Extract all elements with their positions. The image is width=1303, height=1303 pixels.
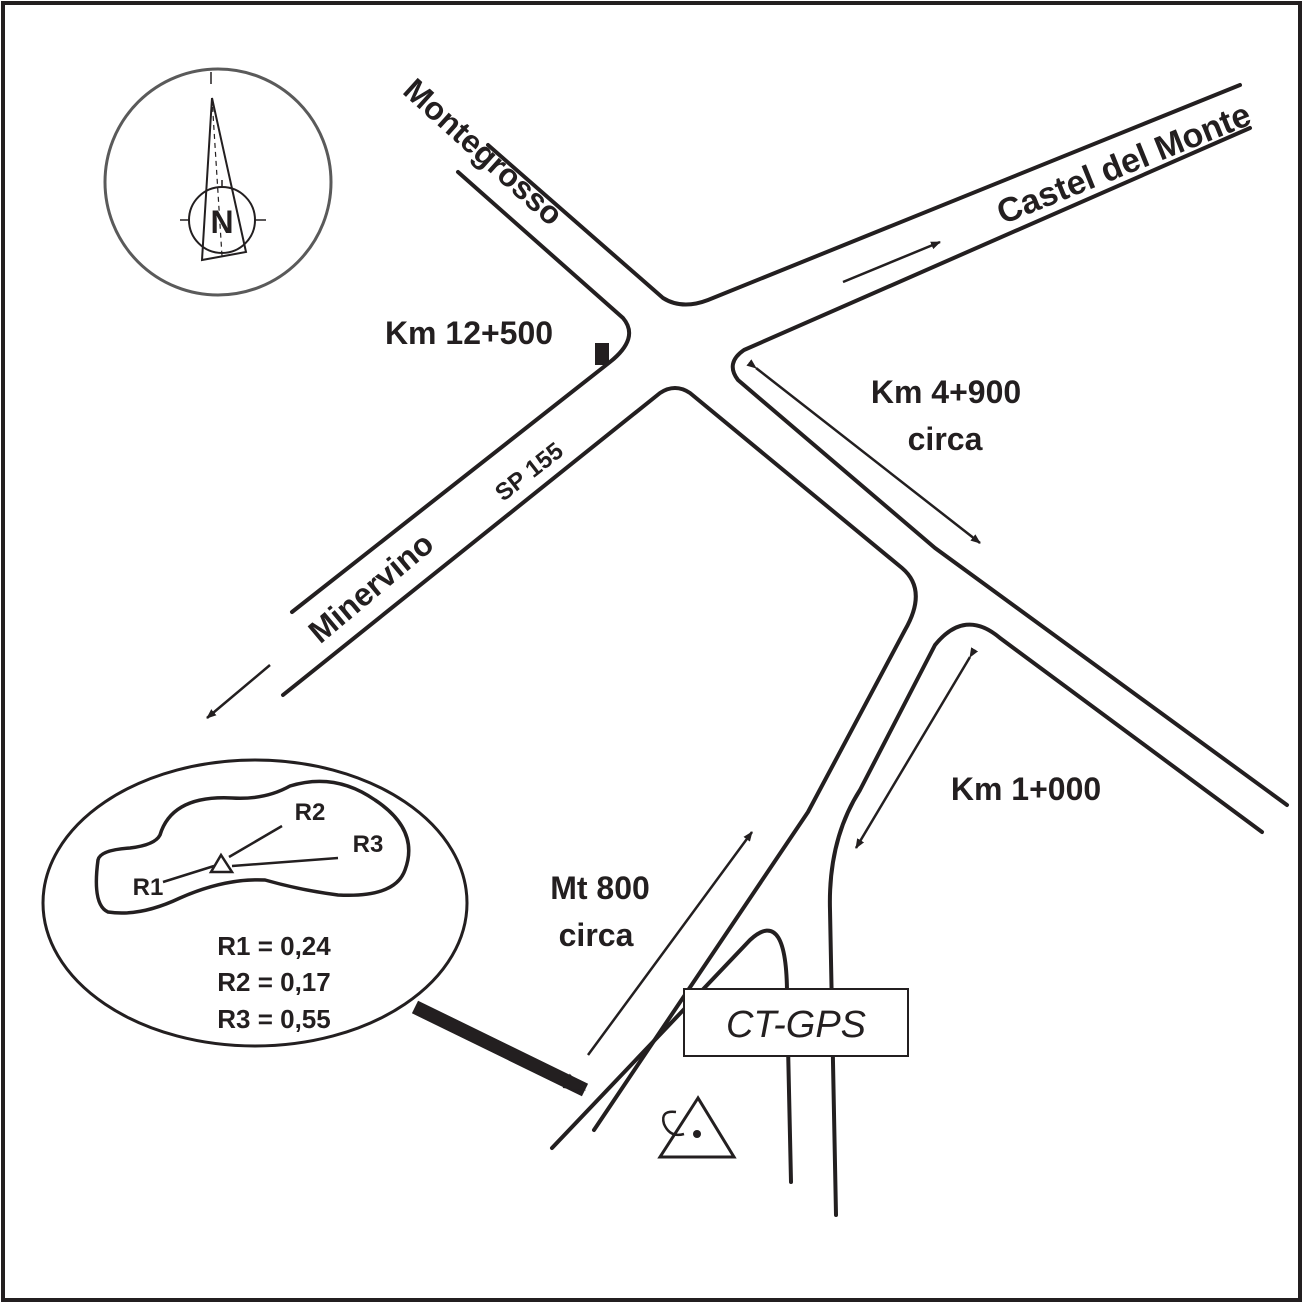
inset-value-r1: R1 = 0,24: [217, 931, 331, 961]
distance-note-mt-800: circa: [559, 917, 634, 953]
north-compass-icon: N: [103, 67, 333, 297]
inset-station-icon: [208, 852, 235, 874]
inset-reference-r1: R1: [133, 874, 164, 901]
distance-label-km-1-000: Km 1+000: [951, 771, 1101, 807]
compass-north-label: N: [210, 204, 233, 240]
inset-reference-r3: R3: [353, 831, 384, 858]
station-label: CT-GPS: [726, 1004, 866, 1046]
gps-station-marker-icon: [657, 1095, 737, 1159]
pointer-arrow: [411, 1000, 589, 1097]
inset-reference-r2: R2: [295, 799, 326, 826]
distance-note-km-4-900: circa: [908, 421, 983, 457]
inset-value-r2: R2 = 0,17: [217, 967, 330, 997]
km-marker-post: [595, 343, 609, 365]
distance-label-mt-800: Mt 800: [550, 870, 650, 906]
station-label-box: CT-GPS: [683, 988, 909, 1057]
distance-label-km-12-500: Km 12+500: [385, 315, 553, 351]
distance-label-km-4-900: Km 4+900: [871, 374, 1021, 410]
inset-detail: R1 R2 R3 R1 = 0,24 R2 = 0,17 R3 = 0,55: [41, 758, 469, 1048]
inset-value-r3: R3 = 0,55: [217, 1004, 330, 1034]
